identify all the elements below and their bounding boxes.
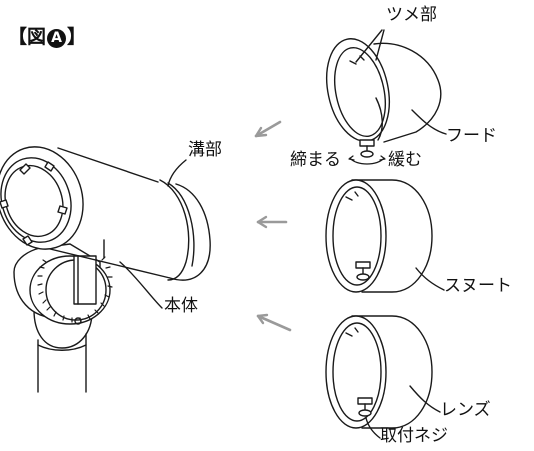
snoot-part [325, 179, 433, 293]
snoot-screw-knob [356, 273, 370, 281]
label-loosen: 緩む [388, 150, 422, 170]
arrow-lens-head [256, 313, 269, 325]
label-screw: 取付ネジ [380, 426, 448, 446]
leader-hood [411, 109, 447, 135]
body-end [169, 183, 211, 281]
hood-screw-head [359, 139, 375, 147]
body-outline [45, 147, 171, 279]
snoot-rim [325, 179, 387, 293]
rotation-curve [349, 157, 385, 165]
rotation-heads [348, 155, 386, 161]
snoot-claws [345, 191, 359, 201]
hood-outline [373, 42, 442, 143]
lens-part [325, 315, 433, 429]
label-hood: フード [446, 126, 497, 146]
arrow-hood [254, 120, 282, 138]
arrow-hood-head [254, 126, 268, 138]
knuckle-clamp [73, 255, 97, 305]
groove-front [159, 179, 190, 281]
front-bezel-inner [0, 157, 72, 243]
leader-screw [365, 417, 381, 439]
snoot-screw-head [355, 261, 371, 269]
label-lens: レンズ [440, 400, 491, 420]
pole [37, 333, 87, 393]
snoot-inner [332, 186, 382, 286]
title-close: 】 [67, 26, 87, 48]
lens-claws [345, 327, 359, 337]
arrow-snoot-head [256, 215, 268, 229]
label-tighten: 締まる [290, 150, 341, 170]
label-snoot: スヌート [444, 276, 512, 296]
hood-part [326, 38, 442, 158]
leader-tsume [355, 29, 385, 63]
bracket-screw [74, 317, 82, 325]
leader-mizo [167, 159, 187, 187]
title-open: 【図 [8, 26, 47, 48]
lens-inner [332, 322, 382, 422]
groove-back [167, 182, 195, 267]
bezel-tabs [0, 161, 68, 246]
lens-rim [325, 315, 387, 429]
hood-screw-knob [360, 150, 374, 158]
pole-top-joint [33, 309, 93, 349]
lens-screw-head [357, 397, 373, 405]
title-mark: A [47, 29, 67, 48]
leader-lens [409, 385, 441, 413]
direction-arrows [254, 120, 292, 332]
label-hontai: 本体 [164, 296, 198, 316]
label-mizo: 溝部 [188, 140, 222, 160]
hood-inner [334, 47, 386, 137]
lens-screw-knob [358, 409, 372, 417]
hood-inner-edge [375, 97, 383, 141]
arrow-lens [256, 314, 292, 332]
light-body [0, 146, 211, 393]
pole-collar [37, 344, 87, 351]
label-tsume: ツメ部 [386, 5, 437, 25]
leader-hontai [119, 261, 163, 309]
front-bezel-outer [0, 146, 84, 250]
leader-snoot [415, 267, 445, 291]
